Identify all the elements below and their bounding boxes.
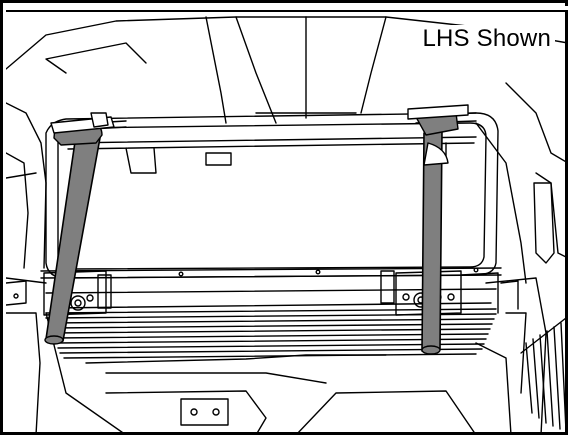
- top-divider: [6, 6, 568, 12]
- view-caption: LHS Shown: [418, 25, 555, 53]
- vehicle-canopy-rear-illustration: [6, 16, 568, 435]
- right-bracket: [380, 270, 519, 316]
- lower-shelf: [40, 267, 502, 384]
- right-wall: [475, 82, 568, 435]
- right-vent-slats: [520, 317, 567, 432]
- left-support-tube: [44, 112, 115, 345]
- right-support-tube: [407, 104, 469, 355]
- lower-floor: [105, 342, 512, 435]
